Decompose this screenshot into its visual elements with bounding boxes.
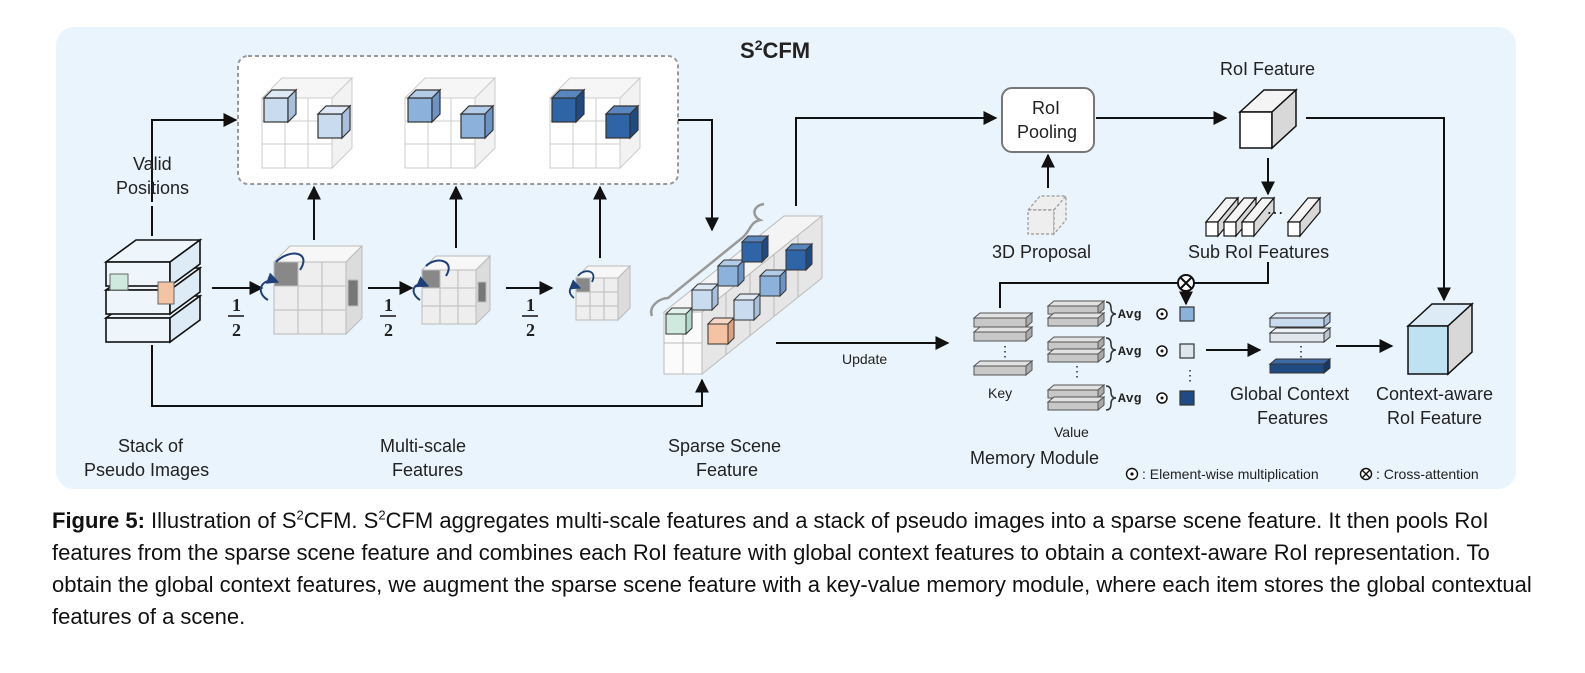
context-label-1: Context-aware: [1376, 384, 1493, 404]
proposal-label: 3D Proposal: [992, 242, 1091, 262]
valid-cubes-dark: [550, 88, 640, 140]
valid-positions-label-1: Valid: [133, 154, 172, 174]
key-dots: ⋮: [998, 343, 1012, 359]
global-label-2: Features: [1257, 408, 1328, 428]
multiscale-label-2: Features: [392, 460, 463, 480]
sub-roi-dots: …: [1266, 198, 1284, 218]
legend-cross-icon: [1359, 467, 1373, 481]
update-label: Update: [842, 351, 887, 367]
half-fraction-2-num: 1: [384, 295, 393, 315]
arrow-box-to-sparse: [678, 119, 719, 232]
value-brace-2: [1105, 337, 1117, 363]
stack-label-1: Stack of: [118, 436, 184, 456]
sparse-label-2: Feature: [696, 460, 758, 480]
legend-mul-label: : Element-wise multiplication: [1142, 466, 1319, 482]
valid-cubes-light: [262, 88, 352, 140]
valid-positions-label-2: Positions: [116, 178, 189, 198]
pseudo-image-highlights: [109, 273, 175, 305]
avg-label-1: Avg: [1118, 307, 1142, 322]
mul-icon-dots: [1160, 312, 1164, 400]
ms2-curve-arrows: [412, 259, 450, 301]
half-fraction-1-den: 2: [232, 320, 241, 340]
caption-sup-1: 2: [296, 507, 304, 523]
value-brace-3: [1105, 385, 1117, 411]
pseudo-image-stack: [103, 238, 203, 344]
avg-label-3: Avg: [1118, 391, 1142, 406]
weight-squares: [1179, 306, 1195, 406]
value-stack-2: [1046, 335, 1106, 364]
arrow-valid-positions: [151, 113, 238, 202]
caption-sup-2: 2: [378, 507, 386, 523]
arrow-roi-to-context: [1306, 117, 1451, 302]
memory-module-label: Memory Module: [970, 448, 1099, 468]
roi-pooling-label-2: Pooling: [1017, 122, 1077, 142]
valid-cubes-mid: [406, 88, 495, 140]
cross-attention-icon: [1177, 274, 1195, 292]
diagram-title: S2CFM: [740, 37, 810, 63]
sub-roi-features: [1204, 196, 1322, 238]
caption-text-2: CFM. S: [303, 508, 379, 533]
avg-label-2: Avg: [1118, 344, 1142, 359]
ms3-curve-arrows: [568, 270, 595, 298]
legend-mul-icon: [1125, 467, 1139, 481]
value-stack-1: [1046, 299, 1106, 328]
key-stack: [972, 311, 1034, 377]
caption-text-3: CFM aggregates multi-scale features and …: [52, 508, 1532, 629]
key-label: Key: [988, 385, 1012, 401]
weight-dots: ⋮: [1183, 367, 1197, 383]
s2cfm-diagram: S2CFM: [56, 27, 1516, 489]
legend-cross-label: : Cross-attention: [1376, 466, 1479, 482]
figure-caption: Figure 5: Illustration of S2CFM. S2CFM a…: [52, 505, 1532, 633]
ms1-curve-arrows: [259, 252, 305, 301]
context-aware-cube: [1406, 302, 1474, 376]
multiscale-label-1: Multi-scale: [380, 436, 466, 456]
roi-pooling-box: [1001, 87, 1095, 153]
context-label-2: RoI Feature: [1387, 408, 1482, 428]
sparse-label-1: Sparse Scene: [668, 436, 781, 456]
ms-feature-3: [574, 264, 632, 322]
sub-roi-label: Sub RoI Features: [1188, 242, 1329, 262]
caption-text-1: Illustration of S: [144, 508, 297, 533]
half-fraction-1-num: 1: [232, 295, 241, 315]
roi-feature-cube: [1238, 88, 1298, 150]
value-stack-3: [1046, 383, 1106, 412]
stack-label-2: Pseudo Images: [84, 460, 209, 480]
line-key-to-crossattn: [999, 262, 1269, 308]
arrow-sparse-to-roi-pooling: [795, 111, 998, 206]
value-brace-1: [1105, 301, 1117, 327]
half-fraction-3-den: 2: [526, 320, 535, 340]
sparse-brace: [649, 202, 765, 317]
global-dots: ⋮: [1294, 343, 1308, 359]
half-fraction-3-num: 1: [526, 295, 535, 315]
half-fraction-2-den: 2: [384, 320, 393, 340]
sparse-cubes: [664, 234, 814, 346]
ms-feature-1: [272, 244, 364, 336]
value-dots: ⋮: [1070, 363, 1084, 379]
proposal-box: [1026, 194, 1068, 236]
value-label: Value: [1054, 424, 1089, 440]
roi-pooling-label-1: RoI: [1032, 98, 1060, 118]
arrow-stack-to-sparse: [151, 345, 709, 407]
roi-feature-label: RoI Feature: [1220, 59, 1315, 79]
global-context-stack: [1268, 311, 1332, 375]
caption-label: Figure 5:: [52, 508, 145, 533]
ms-feature-2: [420, 254, 492, 326]
global-label-1: Global Context: [1230, 384, 1349, 404]
